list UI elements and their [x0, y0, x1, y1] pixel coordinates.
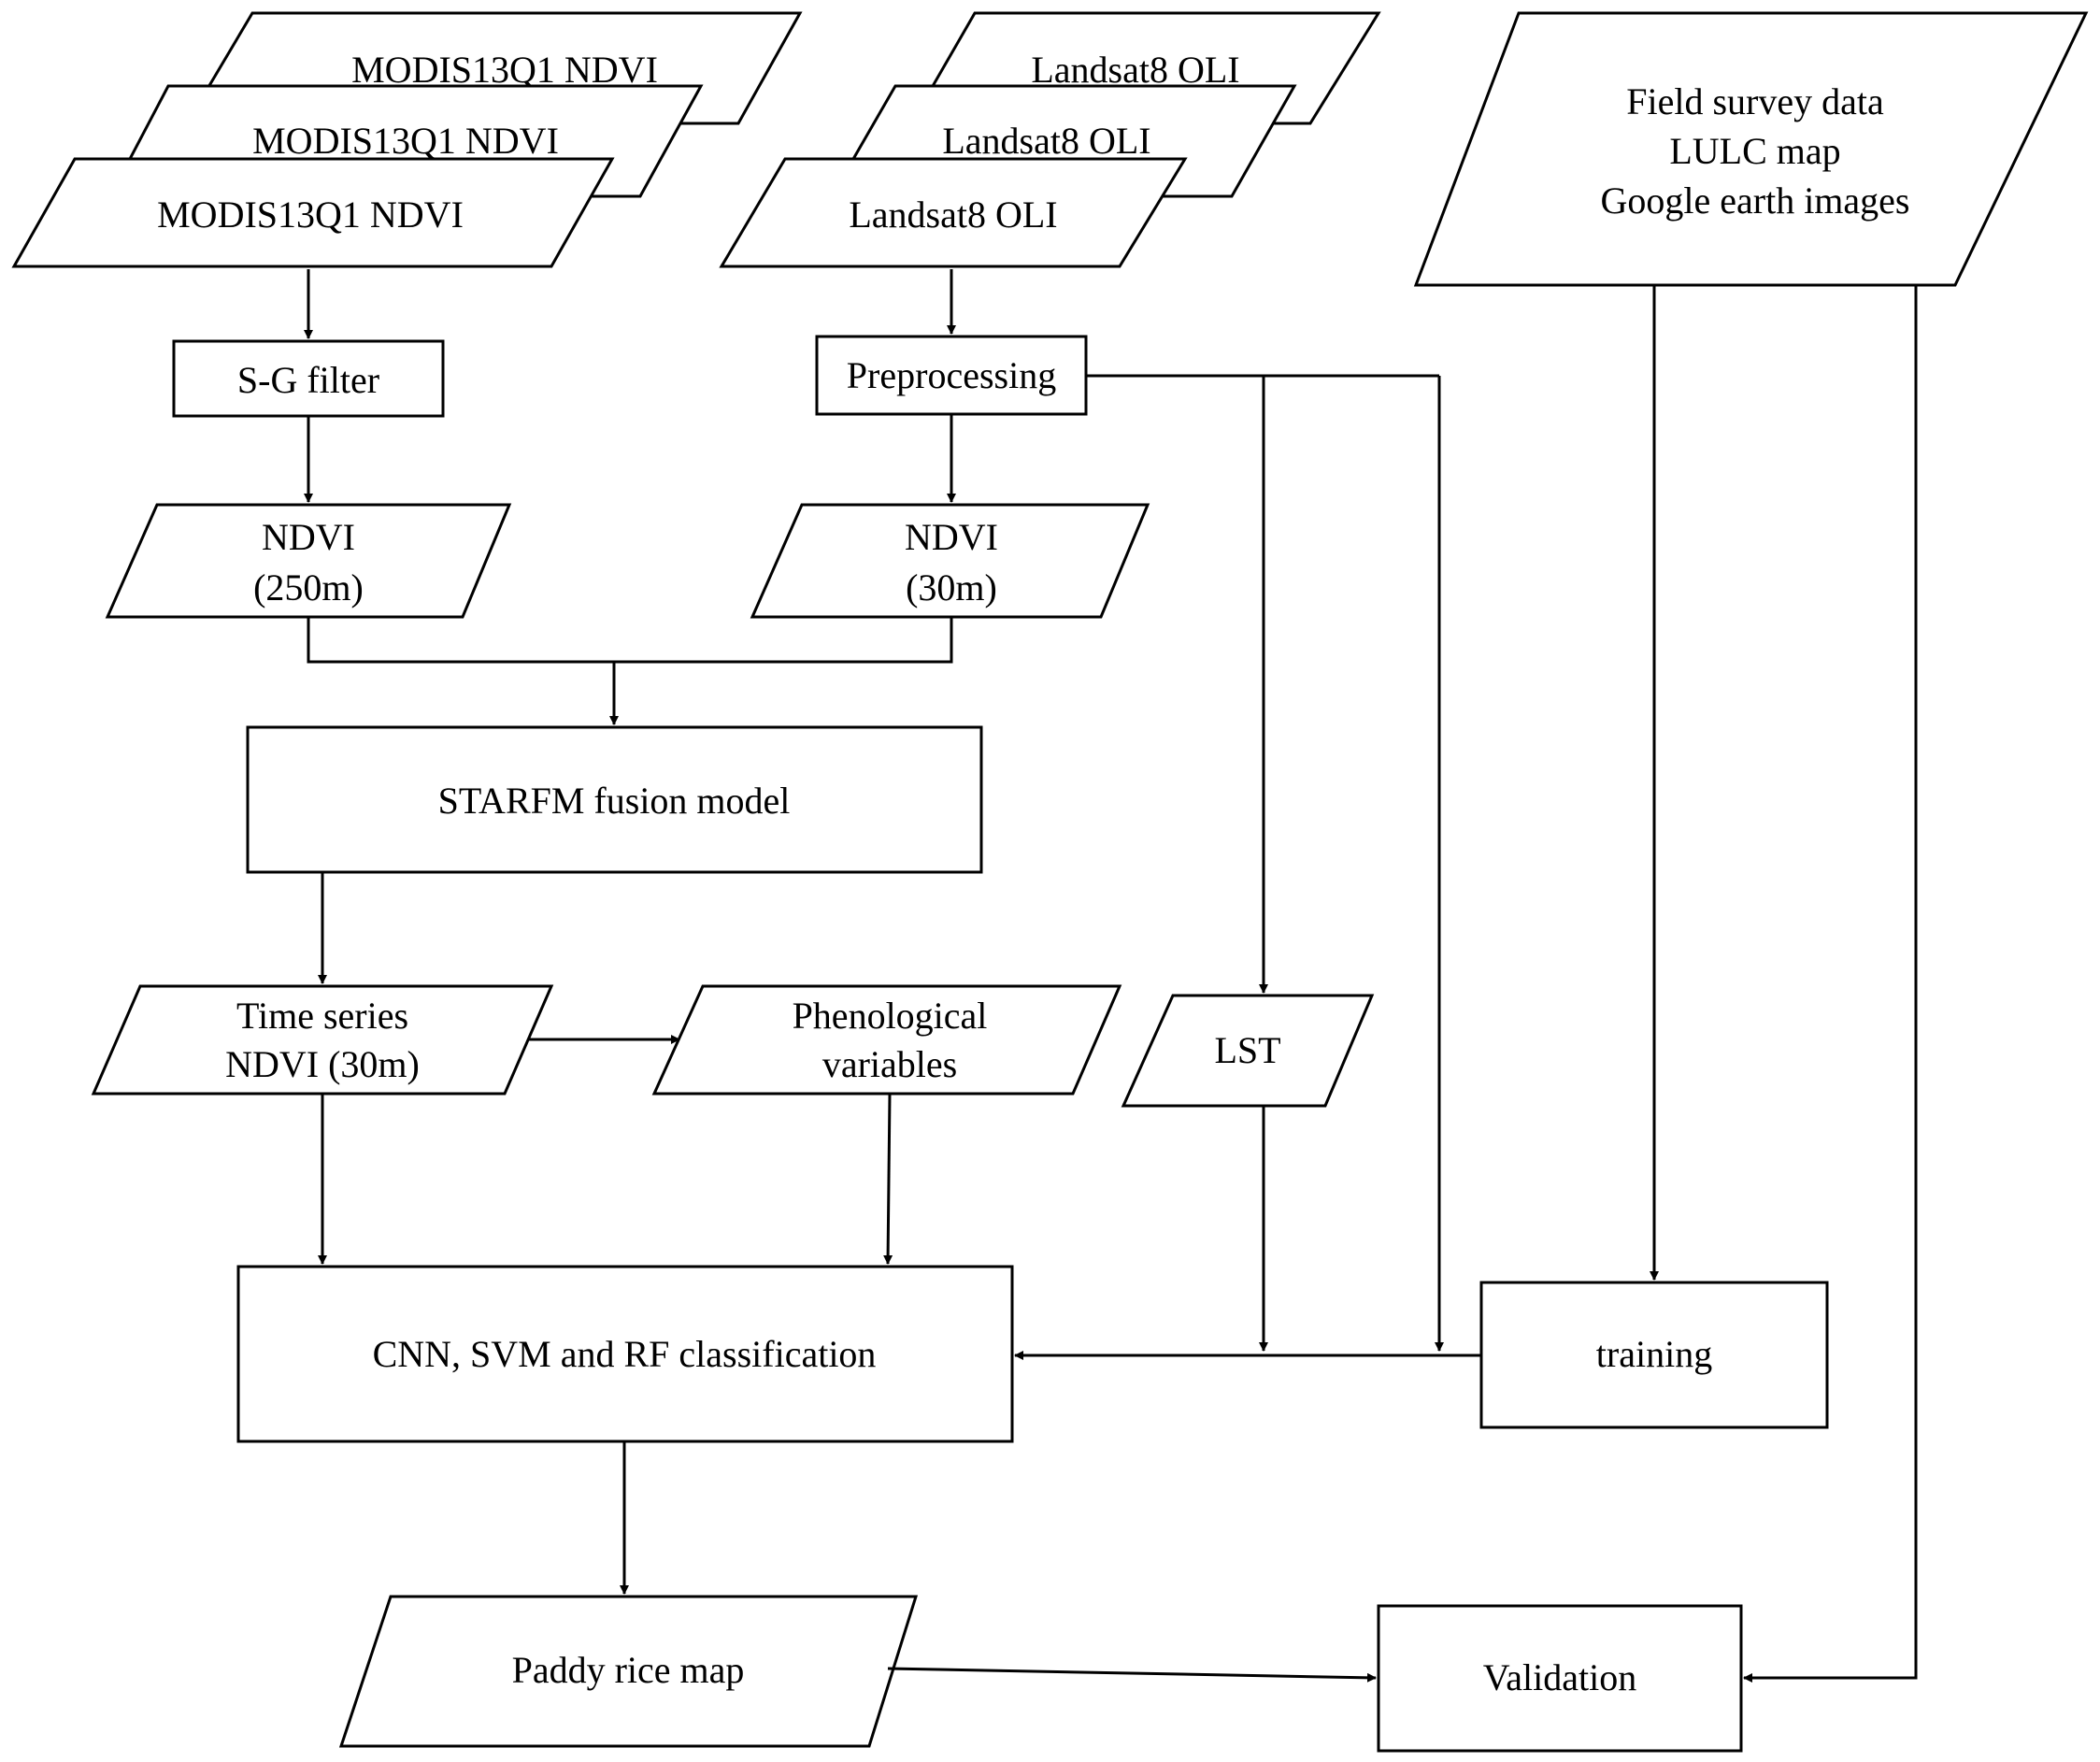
modis-input-front: MODIS13Q1 NDVI — [11, 157, 615, 268]
svg-text:MODIS13Q1 NDVI: MODIS13Q1 NDVI — [351, 49, 658, 91]
svg-text:STARFM fusion model: STARFM fusion model — [438, 780, 791, 822]
svg-text:NDVI: NDVI — [262, 516, 355, 558]
svg-text:Validation: Validation — [1483, 1656, 1636, 1698]
svg-text:training: training — [1596, 1333, 1712, 1375]
line-field-to-validation — [1743, 285, 1918, 1683]
svg-text:LULC map: LULC map — [1669, 130, 1840, 172]
classification-box: CNN, SVM and RF classification — [236, 1265, 1014, 1443]
svg-text:Phenological: Phenological — [793, 995, 988, 1037]
svg-text:(30m): (30m) — [906, 566, 997, 609]
arrow-paddy-to-validation — [887, 1667, 1377, 1683]
starfm-fusion-box: STARFM fusion model — [246, 725, 983, 874]
validation-box: Validation — [1377, 1604, 1743, 1753]
svg-text:MODIS13Q1 NDVI: MODIS13Q1 NDVI — [157, 193, 464, 236]
svg-text:Field survey data: Field survey data — [1626, 80, 1884, 122]
svg-text:Landsat8 OLI: Landsat8 OLI — [1031, 49, 1239, 91]
paddy-rice-map-data: Paddy rice map — [338, 1595, 919, 1748]
arrow-phenological-to-classification — [883, 1093, 893, 1265]
phenological-variables-data: Phenological variables — [651, 984, 1122, 1096]
svg-text:Paddy rice map: Paddy rice map — [512, 1649, 745, 1691]
preprocessing-box: Preprocessing — [815, 335, 1088, 416]
svg-text:variables: variables — [822, 1043, 957, 1085]
connectors — [304, 269, 1918, 1683]
svg-text:Landsat8 OLI: Landsat8 OLI — [942, 120, 1150, 162]
svg-text:CNN, SVM and RF classification: CNN, SVM and RF classification — [373, 1333, 877, 1375]
svg-text:NDVI (30m): NDVI (30m) — [225, 1043, 420, 1085]
svg-text:Preprocessing: Preprocessing — [847, 354, 1056, 396]
field-survey-input: Field survey data LULC map Google earth … — [1413, 11, 2089, 287]
svg-text:S-G filter: S-G filter — [237, 359, 379, 401]
svg-text:Google earth images: Google earth images — [1601, 179, 1910, 222]
lst-data: LST — [1121, 994, 1375, 1108]
time-series-ndvi-data: Time series NDVI (30m) — [91, 984, 554, 1096]
svg-text:Time series: Time series — [236, 995, 408, 1037]
ndvi-30m-data: NDVI (30m) — [750, 503, 1150, 619]
training-box: training — [1479, 1281, 1829, 1429]
line-ndvi-merge — [307, 617, 953, 664]
svg-text:Landsat8 OLI: Landsat8 OLI — [849, 193, 1057, 236]
svg-text:LST: LST — [1214, 1029, 1280, 1071]
svg-text:(250m): (250m) — [253, 566, 364, 609]
sg-filter-box: S-G filter — [172, 339, 445, 418]
svg-text:NDVI: NDVI — [905, 516, 998, 558]
svg-text:MODIS13Q1 NDVI: MODIS13Q1 NDVI — [252, 120, 559, 162]
ndvi-250m-data: NDVI (250m) — [105, 503, 512, 619]
landsat-input-front: Landsat8 OLI — [719, 157, 1188, 268]
